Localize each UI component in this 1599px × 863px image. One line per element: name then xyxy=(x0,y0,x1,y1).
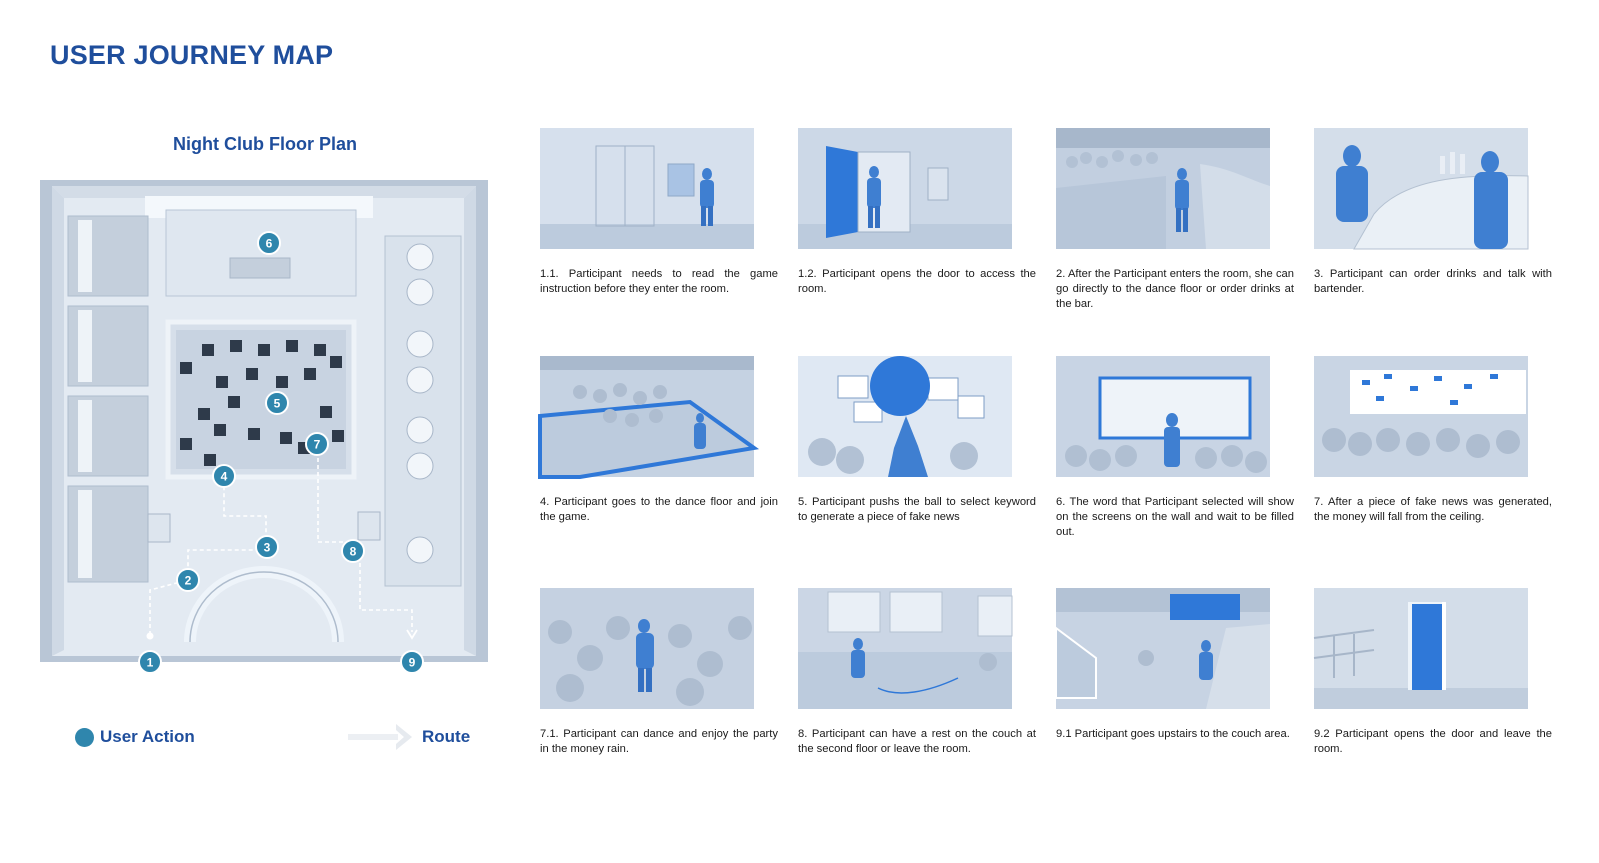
legend-user-action: User Action xyxy=(75,726,195,748)
user-action-marker-5: 5 xyxy=(265,391,289,415)
step-render-image xyxy=(798,356,1012,477)
user-action-marker-3: 3 xyxy=(255,535,279,559)
step-caption: 1.2. Participant opens the door to acces… xyxy=(798,268,1036,295)
step-caption: 5. Participant pushs the ball to select … xyxy=(798,496,1036,523)
svg-text:1: 1 xyxy=(147,656,154,670)
step-caption: 2. After the Participant enters the room… xyxy=(1056,268,1294,310)
user-action-marker-6: 6 xyxy=(257,231,281,255)
step-card: 1.1. Participant needs to read the game … xyxy=(540,128,780,297)
step-card: 9.1 Participant goes upstairs to the cou… xyxy=(1055,588,1296,742)
user-action-marker-9: 9 xyxy=(400,650,424,674)
user-action-marker-8: 8 xyxy=(341,539,365,563)
page-title: USER JOURNEY MAP xyxy=(50,40,334,70)
step-card: 2. After the Participant enters the room… xyxy=(1056,128,1296,312)
journey-steps: 1.1. Participant needs to read the game … xyxy=(536,126,1552,766)
user-action-marker-1: 1 xyxy=(138,650,162,674)
step-card: 5. Participant pushs the ball to select … xyxy=(798,356,1038,525)
svg-text:3: 3 xyxy=(264,541,271,555)
step-card: 9.2 Participant opens the door and leave… xyxy=(1313,588,1554,757)
step-card: 3. Participant can order drinks and talk… xyxy=(1314,128,1554,297)
step-render-image xyxy=(1314,356,1528,477)
step-caption: 6. The word that Participant selected wi… xyxy=(1056,496,1294,538)
svg-text:8: 8 xyxy=(350,545,357,559)
step-caption: 4. Participant goes to the dance floor a… xyxy=(540,496,778,523)
step-render-image xyxy=(1056,128,1270,249)
step-caption: 8. Participant can have a rest on the co… xyxy=(798,728,1036,755)
step-card: 7. After a piece of fake news was genera… xyxy=(1314,356,1554,525)
route-arrow-icon xyxy=(348,724,412,750)
step-render-image xyxy=(1314,128,1529,250)
legend-user-action-label: User Action xyxy=(100,727,195,746)
step-caption: 1.1. Participant needs to read the game … xyxy=(540,268,778,295)
user-action-marker-2: 2 xyxy=(176,568,200,592)
step-card: 7.1. Participant can dance and enjoy the… xyxy=(540,588,780,757)
step-render-image xyxy=(538,356,760,479)
svg-text:2: 2 xyxy=(185,574,192,588)
user-action-dot-icon xyxy=(75,727,94,747)
step-render-image xyxy=(540,588,754,709)
svg-text:4: 4 xyxy=(221,470,228,484)
step-render-image xyxy=(798,128,1012,249)
step-caption: 7. After a piece of fake news was genera… xyxy=(1314,496,1552,523)
step-card: 8. Participant can have a rest on the co… xyxy=(798,588,1038,757)
svg-text:5: 5 xyxy=(274,397,281,411)
floor-plan-diagram: 6 5 7 4 3 8 2 1 9 xyxy=(40,180,488,674)
floor-plan-title: Night Club Floor Plan xyxy=(173,134,357,154)
legend-route: Route xyxy=(346,722,470,752)
svg-text:6: 6 xyxy=(266,237,273,251)
step-render-image xyxy=(540,128,754,249)
step-render-image xyxy=(798,588,1013,709)
step-render-image xyxy=(1313,588,1528,709)
step-render-image xyxy=(1056,356,1270,477)
step-render-image xyxy=(1055,588,1270,709)
step-card: 4. Participant goes to the dance floor a… xyxy=(538,356,780,525)
step-caption: 9.2 Participant opens the door and leave… xyxy=(1314,728,1552,755)
legend-route-label: Route xyxy=(422,727,471,746)
user-action-marker-7: 7 xyxy=(305,432,329,456)
svg-text:7: 7 xyxy=(314,438,321,452)
svg-text:9: 9 xyxy=(409,656,416,670)
step-caption: 7.1. Participant can dance and enjoy the… xyxy=(540,728,778,755)
step-caption: 3. Participant can order drinks and talk… xyxy=(1314,268,1552,295)
user-action-marker-4: 4 xyxy=(212,464,236,488)
step-caption: 9.1 Participant goes upstairs to the cou… xyxy=(1056,728,1290,740)
step-card: 6. The word that Participant selected wi… xyxy=(1056,356,1296,540)
step-card: 1.2. Participant opens the door to acces… xyxy=(798,128,1038,297)
